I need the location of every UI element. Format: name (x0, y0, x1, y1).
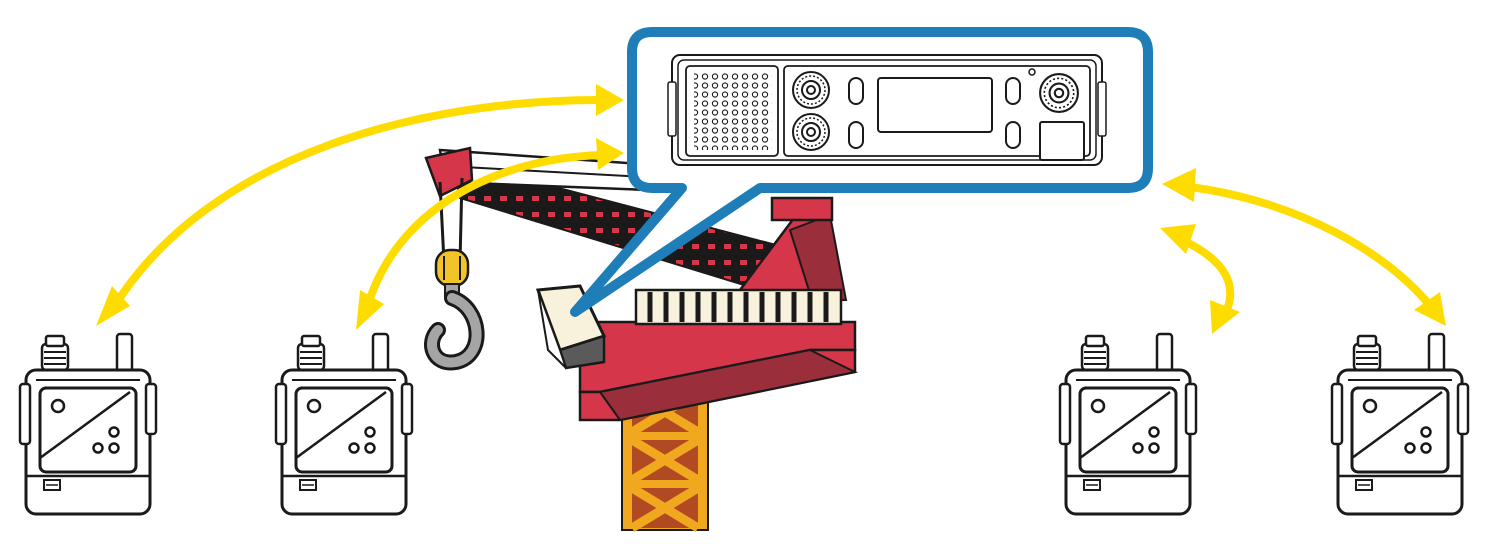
two-way-arrow-icon (1160, 224, 1196, 254)
link-arrow-4 (1162, 168, 1446, 326)
button-icon (1005, 121, 1021, 149)
button-icon (1005, 77, 1021, 105)
button-icon (848, 121, 864, 149)
button-icon (848, 77, 864, 105)
link-arrow-2 (356, 138, 624, 330)
link-arrow-3 (1160, 224, 1240, 334)
crane-platform (535, 284, 859, 422)
link-arrow-1 (96, 84, 624, 326)
port-panel (1039, 121, 1085, 161)
base-station-callout (570, 27, 1153, 317)
two-way-arrow-icon (356, 290, 384, 330)
two-way-arrow-icon (1162, 168, 1196, 202)
antenna-connector-icon (1039, 73, 1079, 113)
tower-crane-icon (424, 146, 859, 532)
handheld-radio-4 (1330, 332, 1470, 516)
display-screen (877, 77, 993, 133)
handheld-radio-icon (18, 332, 158, 516)
handheld-radio-icon (1058, 332, 1198, 516)
handheld-radio-icon (274, 332, 414, 516)
indicator-led-icon (1028, 68, 1036, 76)
handheld-radio-2 (274, 332, 414, 516)
crane-a-frame (737, 196, 848, 302)
handheld-radio-icon (1330, 332, 1470, 516)
volume-knob-icon (792, 71, 830, 109)
handheld-radio-3 (1058, 332, 1198, 516)
handheld-radio-1 (18, 332, 158, 516)
base-station-radio-icon (667, 54, 1107, 166)
channel-knob-icon (792, 113, 830, 151)
two-way-arrow-icon (96, 286, 130, 326)
